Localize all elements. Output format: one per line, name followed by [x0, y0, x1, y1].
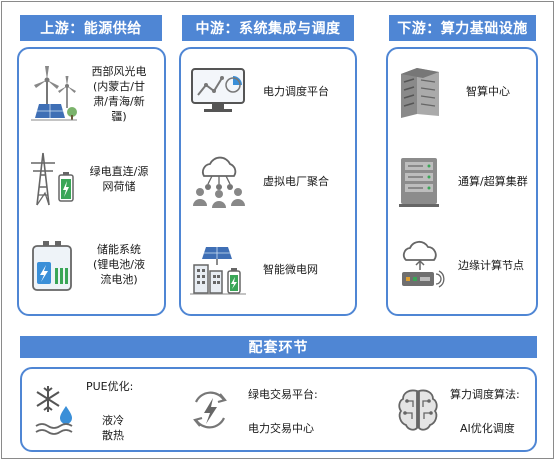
midstream-item-vpp: 虚拟电厂聚合	[187, 151, 353, 211]
support-item-title: 算力调度算法:	[450, 388, 520, 401]
downstream-item-edge: 边缘计算节点	[392, 235, 536, 295]
server-cluster-icon	[392, 153, 448, 209]
snowflake-drop-icon	[30, 380, 78, 440]
upstream-column: 西部风光电 (内蒙古/甘 肃/青海/新 疆) 绿电直连/源 网荷储	[17, 47, 166, 316]
downstream-item-label: 智算中心	[466, 84, 510, 98]
cloud-people-icon	[187, 153, 249, 209]
edge-cloud-node-icon	[392, 237, 448, 293]
support-header: 配套环节	[20, 336, 537, 358]
midstream-header: 中游：系统集成与调度	[182, 15, 354, 41]
dashboard-monitor-icon	[187, 63, 249, 119]
midstream-column: 电力调度平台 虚拟电厂聚合	[179, 47, 357, 316]
midstream-item-label: 虚拟电厂聚合	[263, 174, 329, 188]
midstream-item-microgrid: 智能微电网	[187, 239, 353, 299]
wind-solar-icon	[25, 64, 81, 124]
upstream-item-green-power: 绿电直连/源 网荷储	[25, 147, 162, 211]
brain-circuit-icon	[394, 380, 442, 440]
microgrid-icon	[187, 241, 249, 297]
support-item-pue: PUE优化: 液冷 散热	[30, 373, 180, 447]
upstream-item-label: 储能系统 (锂电池/液 流电池)	[93, 242, 145, 286]
support-item-sub: 液冷 散热	[102, 414, 124, 442]
support-item-scheduling: 算力调度算法: AI优化调度	[394, 373, 536, 447]
support-panel: PUE优化: 液冷 散热 绿电交易平台: 电力交易中心	[20, 367, 537, 452]
battery-storage-icon	[25, 234, 81, 294]
midstream-item-dispatch: 电力调度平台	[187, 61, 353, 121]
recycle-bolt-icon	[184, 380, 236, 440]
support-item-sub: 电力交易中心	[248, 422, 314, 435]
upstream-item-wind-solar: 西部风光电 (内蒙古/甘 肃/青海/新 疆)	[25, 59, 162, 129]
upstream-header: 上游：能源供给	[20, 15, 162, 41]
downstream-header: 下游：算力基础设施	[389, 15, 536, 41]
downstream-item-label: 边缘计算节点	[458, 258, 524, 272]
power-tower-battery-icon	[25, 149, 81, 209]
downstream-item-cluster: 通算/超算集群	[392, 151, 536, 211]
midstream-item-label: 智能微电网	[263, 262, 318, 276]
support-item-text: 绿电交易平台: 电力交易中心	[244, 375, 360, 445]
support-item-green-trading: 绿电交易平台: 电力交易中心	[184, 373, 364, 447]
upstream-item-label: 绿电直连/源 网荷储	[89, 165, 149, 193]
upstream-item-label: 西部风光电 (内蒙古/甘 肃/青海/新 疆)	[91, 65, 147, 123]
support-item-title: PUE优化:	[86, 380, 134, 393]
midstream-item-label: 电力调度平台	[263, 84, 329, 98]
downstream-item-ai-center: 智算中心	[392, 61, 536, 121]
downstream-column: 智算中心 通算/超算集群	[386, 47, 538, 316]
downstream-item-label: 通算/超算集群	[458, 174, 528, 188]
support-item-text: PUE优化: 液冷 散热	[86, 375, 176, 445]
support-item-title: 绿电交易平台:	[248, 388, 318, 401]
support-item-sub: AI优化调度	[460, 422, 515, 435]
server-rack-icon	[392, 63, 448, 119]
support-item-text: 算力调度算法: AI优化调度	[450, 375, 534, 445]
upstream-item-storage: 储能系统 (锂电池/液 流电池)	[25, 229, 162, 299]
